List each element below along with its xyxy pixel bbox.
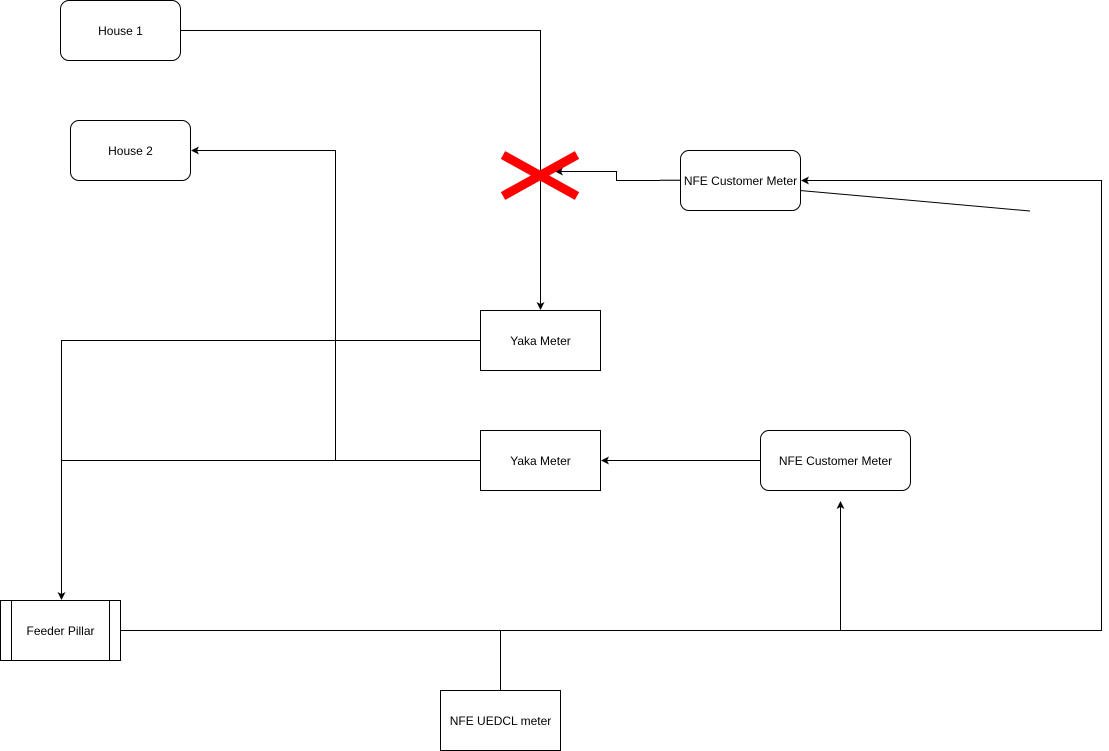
edge-yaka1-to-feeder bbox=[57, 340, 480, 600]
pillar-divider bbox=[11, 601, 12, 660]
node-nfe-uedcl-meter[interactable]: NFE UEDCL meter bbox=[440, 690, 561, 751]
node-yaka-meter-2[interactable]: Yaka Meter bbox=[480, 430, 601, 491]
node-label: Yaka Meter bbox=[510, 453, 571, 468]
node-nfe-customer-meter-1[interactable]: NFE Customer Meter bbox=[680, 150, 801, 211]
node-label: NFE UEDCL meter bbox=[449, 713, 552, 728]
node-house-1[interactable]: House 1 bbox=[60, 0, 181, 61]
edge-yaka2-to-house2 bbox=[191, 146, 336, 461]
node-feeder-pillar[interactable]: Feeder Pillar bbox=[0, 600, 121, 661]
edge-bus-to-nfe1 bbox=[120, 176, 1102, 631]
node-label: House 2 bbox=[108, 143, 153, 158]
node-label: NFE Customer Meter bbox=[683, 173, 798, 188]
pillar-divider bbox=[109, 601, 110, 660]
node-label: NFE Customer Meter bbox=[778, 453, 893, 468]
edge-nfe1-dangling bbox=[799, 190, 1031, 212]
node-house-2[interactable]: House 2 bbox=[70, 120, 191, 181]
node-label: Feeder Pillar bbox=[26, 623, 95, 638]
edge-nfe1-to-cross bbox=[555, 167, 680, 181]
edge-house1-to-yaka1 bbox=[180, 30, 545, 310]
node-label: Yaka Meter bbox=[510, 333, 571, 348]
node-label: House 1 bbox=[98, 23, 143, 38]
node-yaka-meter-1[interactable]: Yaka Meter bbox=[480, 310, 601, 371]
node-nfe-customer-meter-2[interactable]: NFE Customer Meter bbox=[760, 430, 911, 491]
red-cross-icon bbox=[500, 151, 580, 200]
